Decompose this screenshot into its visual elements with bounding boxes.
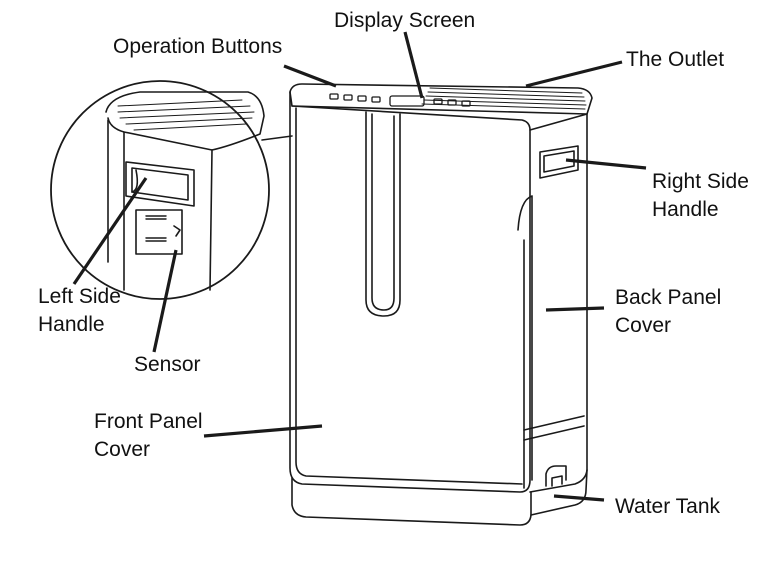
- outlet-grille-slats: [421, 87, 587, 110]
- label-left-side-handle-line2: Handle: [38, 313, 105, 336]
- label-left-side-handle-line1: Left Side: [38, 285, 121, 308]
- label-sensor: Sensor: [134, 353, 201, 376]
- leader-lines: [72, 31, 647, 502]
- right-handle-recess: [539, 145, 579, 179]
- front-window: [365, 111, 401, 317]
- left-handle-detail: [125, 161, 195, 207]
- label-back-panel-cover-line2: Cover: [615, 314, 672, 337]
- label-front-panel-cover: Front Panel Cover: [94, 408, 203, 464]
- unit-body: [289, 83, 593, 526]
- label-back-panel-cover-line1: Back Panel: [615, 286, 722, 309]
- sensor-detail: [135, 209, 183, 255]
- outlet-grille: [289, 83, 593, 115]
- label-right-side-handle: Right Side Handle: [652, 168, 749, 224]
- magnifier-circle: [50, 80, 270, 300]
- label-water-tank: Water Tank: [615, 495, 721, 518]
- display-screen: [389, 95, 425, 107]
- water-tank-handle: [545, 465, 567, 487]
- back-panel-cover-edge: [517, 195, 533, 481]
- water-tank-outline: [523, 415, 585, 431]
- label-operation-buttons: Operation Buttons: [113, 35, 283, 58]
- detail-magnifier: [50, 80, 293, 300]
- label-front-panel-cover-line1: Front Panel: [94, 410, 203, 433]
- label-the-outlet: The Outlet: [626, 48, 725, 71]
- label-back-panel-cover: Back Panel Cover: [615, 284, 721, 340]
- front-face: [289, 91, 531, 493]
- label-right-side-handle-line1: Right Side: [652, 170, 749, 193]
- base: [291, 477, 532, 526]
- label-right-side-handle-line2: Handle: [652, 198, 719, 221]
- label-front-panel-cover-line2: Cover: [94, 438, 151, 461]
- control-panel: [329, 93, 471, 107]
- label-display-screen: Display Screen: [334, 9, 476, 32]
- label-left-side-handle: Left Side Handle: [38, 283, 121, 339]
- side-face: [529, 113, 588, 493]
